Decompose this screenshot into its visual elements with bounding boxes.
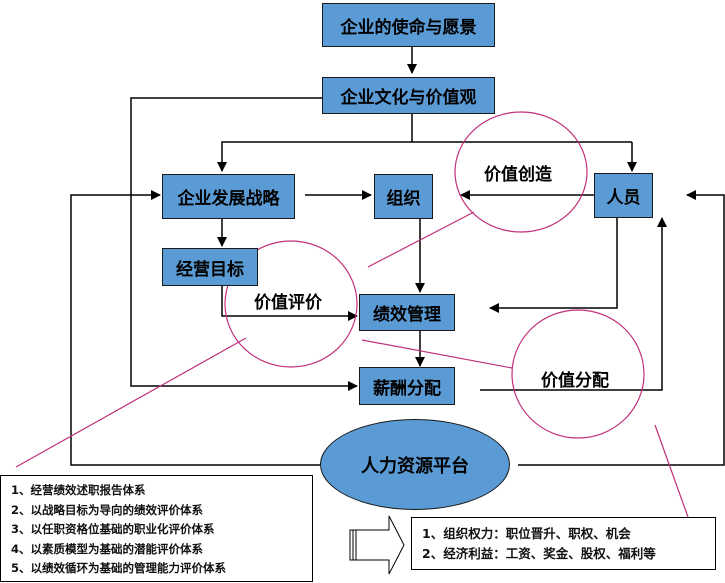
node-strategy: 企业发展战略 — [162, 174, 295, 219]
node-organization: 组织 — [374, 174, 433, 219]
node-compensation: 薪酬分配 — [359, 367, 455, 405]
evaluation-system-item: 1、经营绩效述职报告体系 — [11, 483, 146, 497]
arrow-personnel-to-performance — [489, 218, 618, 313]
pointer-line-evaluation — [15, 337, 247, 468]
evaluation-system-item: 4、以素质模型为基础的潜能评价体系 — [11, 541, 203, 556]
evaluation-systems-box: 1、经营绩效述职报告体系 2、以战略目标为导向的绩效评价体系 3、以任职资格位基… — [0, 475, 313, 582]
node-business-goals: 经营目标 — [162, 248, 258, 286]
pointer-line-distribution — [361, 339, 513, 369]
line-culture-to-compensation — [130, 97, 358, 391]
arrow-goals-to-performance — [221, 286, 358, 321]
circle-value-evaluation — [224, 240, 358, 368]
label-value-creation: 价值创造 — [484, 165, 552, 185]
distribution-item: 2、经济利益：工资、奖金、股权、福利等 — [422, 546, 656, 561]
arrow-compensation-to-personnel — [480, 217, 667, 391]
circle-value-distribution — [511, 309, 645, 439]
evaluation-system-item: 3、以任职资格位基础的职业化评价体系 — [11, 522, 215, 536]
node-personnel: 人员 — [594, 173, 653, 218]
node-performance: 绩效管理 — [359, 294, 455, 331]
arrow-platform-to-personnel — [518, 190, 725, 466]
node-culture: 企业文化与价值观 — [322, 77, 495, 114]
label-value-evaluation: 价值评价 — [254, 293, 322, 313]
label-value-distribution: 价值分配 — [541, 371, 609, 391]
arrow-culture-to-strategy — [217, 141, 632, 172]
circle-value-creation — [454, 111, 588, 233]
distribution-items-box: 1、组织权力：职位晋升、职权、机会 2、经济利益：工资、奖金、股权、福利等 — [411, 517, 716, 570]
pointer-line-creation — [367, 211, 475, 268]
evaluation-system-item: 2、以战略目标为导向的绩效评价体系 — [11, 502, 203, 517]
arrow-platform-to-strategy — [70, 190, 320, 466]
hollow-arrow-icon — [349, 515, 405, 575]
evaluation-system-item: 5、以绩效循环为基础的管理能力评价体系 — [11, 561, 226, 575]
node-hr-platform: 人力资源平台 — [320, 419, 510, 510]
distribution-item: 1、组织权力：职位晋升、职权、机会 — [422, 526, 631, 541]
node-mission: 企业的使命与愿景 — [322, 3, 495, 47]
